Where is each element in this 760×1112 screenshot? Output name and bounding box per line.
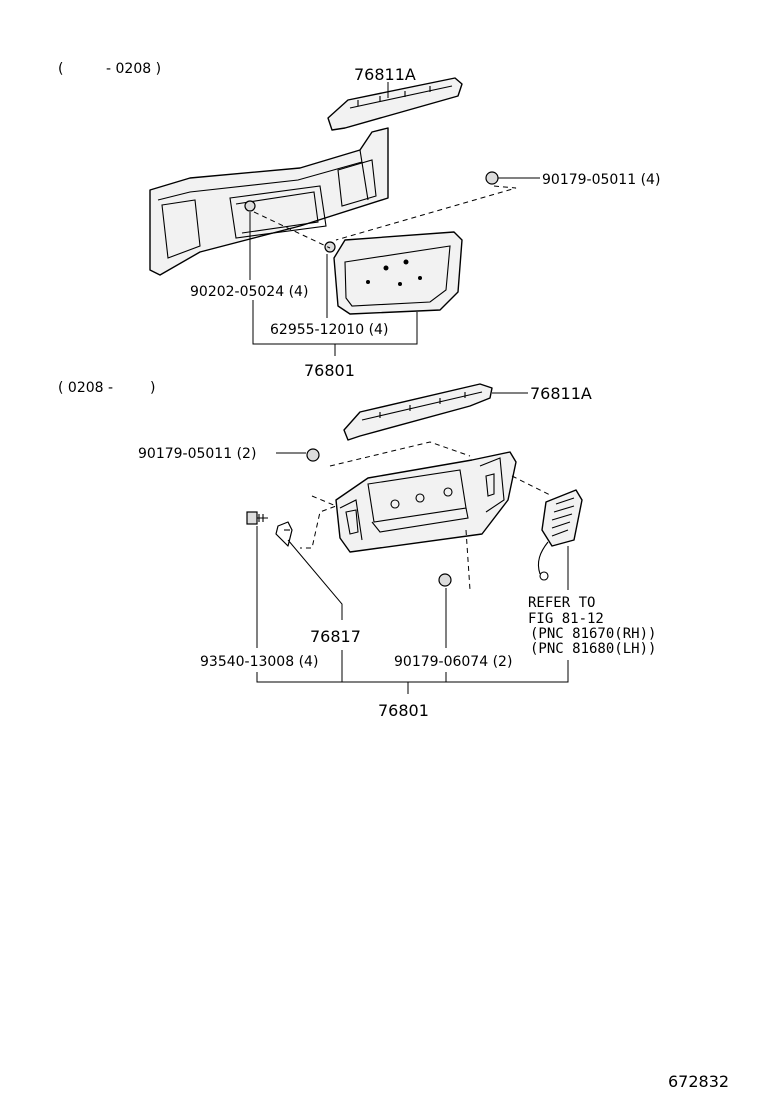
refer-note-line1: REFER TO (528, 595, 595, 611)
top-screw-label: 90202-05024 (4) (190, 284, 308, 300)
bottom-assembly-label: 76801 (378, 701, 429, 720)
bottom-nut-lower-label: 90179-06074 (2) (394, 654, 512, 670)
top-assembly-label: 76801 (304, 361, 355, 380)
refer-note-line4: (PNC 81680(LH)) (530, 641, 656, 657)
bottom-range-value: ( 0208 - (58, 380, 113, 396)
bottom-nut-upper-label: 90179-05011 (2) (138, 446, 256, 462)
figure-id: 672832 (668, 1072, 729, 1091)
section-top: ( - 0208 ) 76811A (58, 61, 660, 380)
top-molding-label: 76811A (354, 65, 416, 84)
refer-note-line2: FIG 81-12 (528, 611, 604, 627)
bottom-molding-part (343, 383, 493, 441)
top-clip-icon (324, 241, 336, 253)
bottom-side-lamp (537, 489, 583, 581)
top-nut-label: 90179-05011 (4) (542, 172, 660, 188)
top-clip-label: 62955-12010 (4) (270, 322, 388, 338)
top-plate-tray (333, 231, 463, 315)
top-nut-icon (485, 171, 499, 185)
bottom-range-close: ) (150, 380, 155, 396)
bottom-molding-label: 76811A (530, 384, 592, 403)
top-range-open: ( (58, 61, 63, 77)
bottom-bracket-label: 76817 (310, 627, 361, 646)
refer-note-line3: (PNC 81670(RH)) (530, 626, 656, 642)
top-range-value: - 0208 ) (106, 61, 161, 77)
bottom-nut-upper-icon (306, 448, 320, 462)
bottom-plate-housing (335, 451, 517, 553)
top-screw-icon (244, 200, 256, 212)
bottom-bolt-label: 93540-13008 (4) (200, 654, 318, 670)
top-garnish-panel (149, 127, 389, 276)
section-bottom: ( 0208 - ) 76811A 90179-05011 (2) (58, 380, 656, 720)
bottom-bolt-icon (246, 511, 268, 525)
top-molding-part (327, 77, 463, 131)
bottom-nut-lower-icon (438, 573, 452, 587)
